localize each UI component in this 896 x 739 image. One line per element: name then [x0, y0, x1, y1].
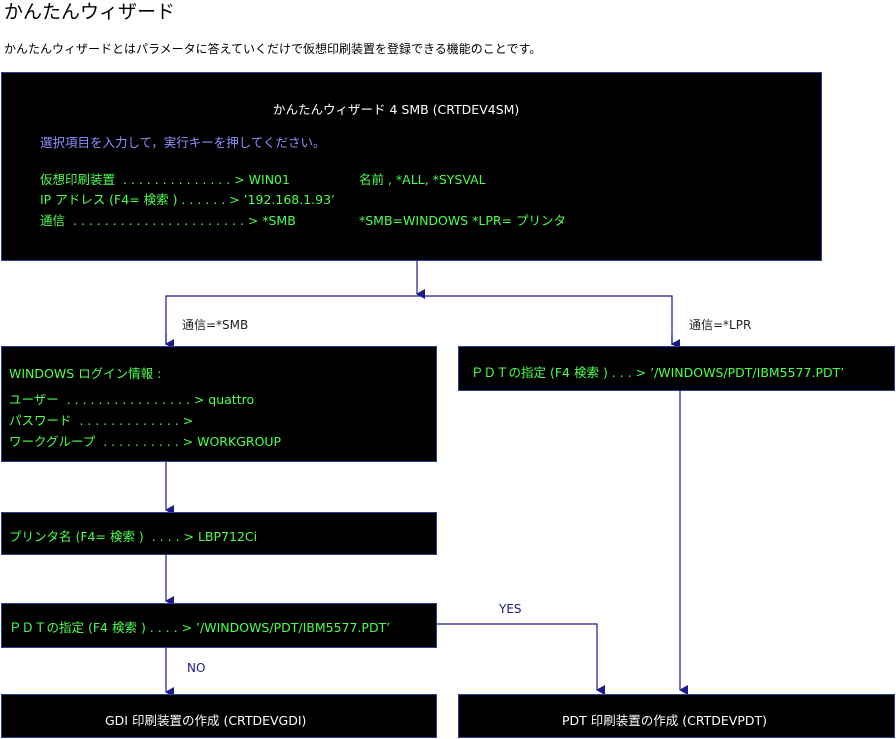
result-pdt-text: PDT 印刷装置の作成 (CRTDEVPDT) — [562, 713, 768, 728]
branch-label-smb: 通信=*SMB — [182, 318, 249, 332]
branch-label-lpr: 通信=*LPR — [689, 318, 752, 332]
arrow-yes-to-pdt — [437, 623, 605, 695]
lpr-pdt-box: ＰＤＴの指定 (F4 検索 ) . . . > ’/WINDOWS/PDT/IB… — [458, 346, 895, 391]
field-communication-hint: *SMB=WINDOWS *LPR= プリンタ — [359, 213, 567, 228]
windows-login-box: WINDOWS ログイン情報 : ユーザー . . . . . . . . . … — [1, 346, 437, 462]
field-communication: 通信 . . . . . . . . . . . . . . . . . . .… — [40, 213, 296, 228]
page-title: かんたんウィザード — [4, 1, 176, 23]
windows-login-heading: WINDOWS ログイン情報 : — [9, 366, 162, 381]
result-gdi-text: GDI 印刷装置の作成 (CRTDEVGDI) — [105, 713, 307, 728]
windows-login-user: ユーザー . . . . . . . . . . . . . . . . > q… — [9, 392, 255, 407]
branch-line — [165, 295, 673, 345]
printer-name-text: プリンタ名 (F4= 検索 ) . . . . > LBP712Ci — [9, 529, 258, 544]
decision-yes-label: YES — [499, 602, 522, 616]
smb-pdt-box: ＰＤＴの指定 (F4 検索 ) . . . . > ’/WINDOWS/PDT/… — [1, 603, 437, 648]
field-virtual-printer: 仮想印刷装置 . . . . . . . . . . . . . . > WIN… — [40, 172, 290, 187]
page-description: かんたんウィザードとはパラメータに答えていくだけで仮想印刷装置を登録できる機能の… — [4, 42, 542, 56]
wizard-screen: かんたんウィザード 4 SMB (CRTDEV4SM) 選択項目を入力して，実行… — [1, 72, 822, 261]
result-pdt-box: PDT 印刷装置の作成 (CRTDEVPDT) — [458, 694, 895, 738]
decision-no-label: NO — [187, 661, 206, 675]
field-virtual-printer-hint: 名前 , *ALL, *SYSVAL — [359, 172, 486, 187]
windows-login-workgroup: ワークグループ . . . . . . . . . . > WORKGROUP — [9, 434, 282, 449]
windows-login-password: パスワード . . . . . . . . . . . . . > — [9, 413, 194, 428]
wizard-instruction: 選択項目を入力して，実行キーを押してください。 — [40, 135, 326, 150]
printer-name-box: プリンタ名 (F4= 検索 ) . . . . > LBP712Ci — [1, 512, 437, 555]
lpr-pdt-text: ＰＤＴの指定 (F4 検索 ) . . . > ’/WINDOWS/PDT/IB… — [471, 365, 845, 380]
smb-pdt-text: ＰＤＴの指定 (F4 検索 ) . . . . > ’/WINDOWS/PDT/… — [9, 620, 391, 635]
result-gdi-box: GDI 印刷装置の作成 (CRTDEVGDI) — [1, 694, 437, 738]
field-ip-address: IP アドレス (F4= 検索 ) . . . . . . > ’192.168… — [40, 192, 336, 207]
wizard-screen-title: かんたんウィザード 4 SMB (CRTDEV4SM) — [273, 102, 520, 117]
